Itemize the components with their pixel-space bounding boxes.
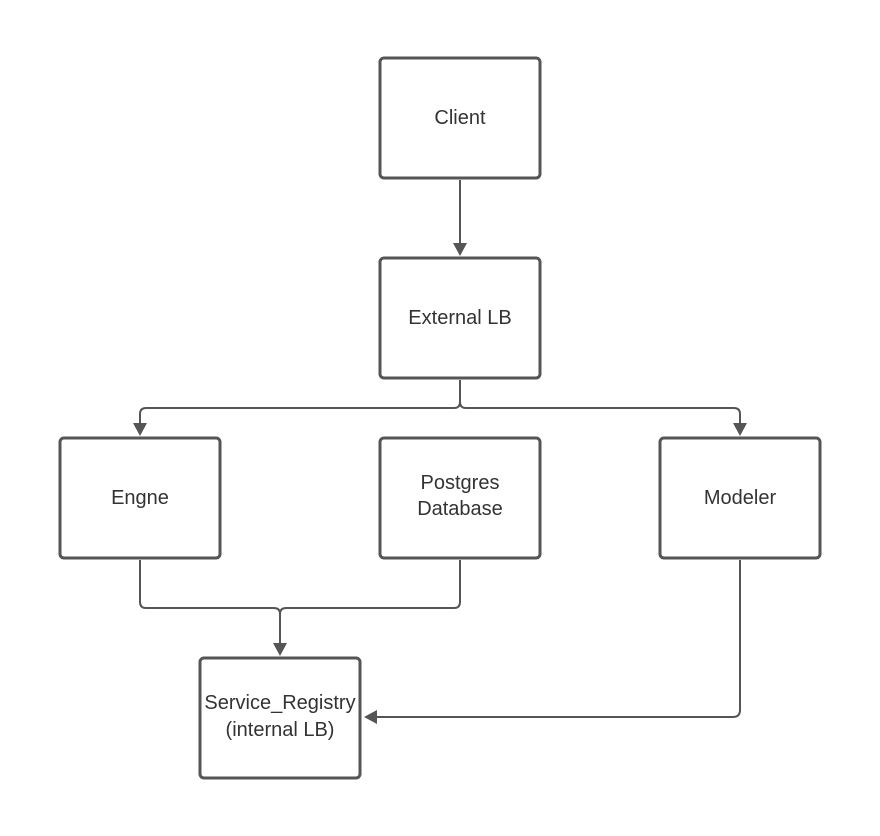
edge-external-lb-to-engine: [139, 380, 461, 424]
node-label-line-2: (internal LB): [226, 719, 335, 741]
edge-external-lb-to-modeler: [459, 401, 741, 424]
node-postgres-database: Postgres Database: [378, 436, 542, 560]
edge-postgres-to-service-registry: [279, 560, 461, 615]
node-label: Engne: [111, 487, 169, 509]
node-box: [378, 256, 542, 380]
node-label: Modeler: [704, 487, 777, 509]
node-client: Client: [378, 56, 542, 180]
node-label: External LB: [408, 307, 511, 329]
edge-engine-to-service-registry: [139, 560, 281, 644]
node-box: [378, 56, 542, 180]
node-box: [658, 436, 822, 560]
node-label: Client: [434, 107, 486, 129]
node-box: [198, 656, 362, 780]
arrowhead-service-registry-right: [364, 710, 377, 724]
node-box: [378, 436, 542, 560]
node-label-line-1: Service_Registry: [204, 692, 355, 714]
node-service-registry: Service_Registry (internal LB): [198, 656, 362, 780]
node-label-line-1: Postgres: [421, 472, 500, 494]
node-label-line-2: Database: [417, 498, 503, 520]
node-box: [58, 436, 222, 560]
arrowhead-service-registry-top: [273, 643, 287, 656]
arrowhead-external-lb: [453, 243, 467, 256]
node-modeler: Modeler: [658, 436, 822, 560]
node-engine: Engne: [58, 436, 222, 560]
edge-modeler-to-service-registry: [376, 560, 741, 718]
arrowhead-modeler: [733, 423, 747, 436]
node-external-lb: External LB: [378, 256, 542, 380]
arrowhead-engine: [133, 423, 147, 436]
edges: [133, 180, 747, 724]
